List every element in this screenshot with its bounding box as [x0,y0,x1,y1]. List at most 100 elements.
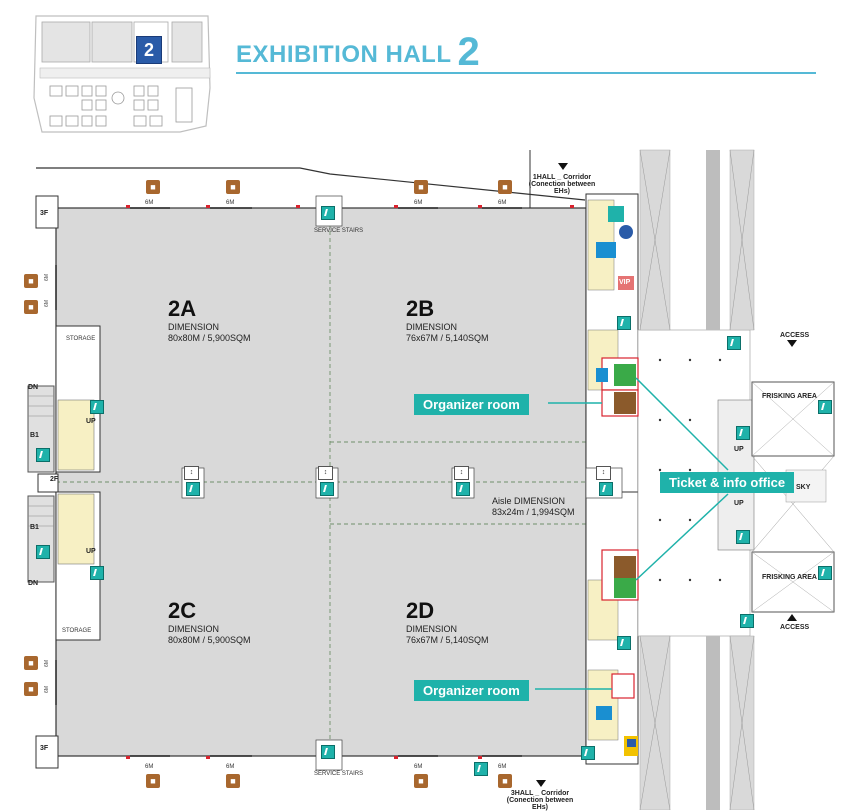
hall-2c-label: 2C [168,598,197,623]
emergency-exit-icon [90,400,104,414]
title-number: 2 [457,30,481,74]
corridor-bottom-sub: (Conection between EHs) [506,797,574,811]
vip-label: VIP [619,279,631,286]
floor-b1-bottom: B1 [30,524,39,531]
hall-2d-label: 2D [406,598,435,623]
hall-2a-label: 2A [168,296,197,321]
floor-up-3: UP [734,446,744,453]
frisking-area-top: FRISKING AREA [762,393,817,400]
aisle-label: Aisle DIMENSION [492,496,566,506]
service-stairs-top: SERVICE STAIRS [314,228,364,234]
floor-dn-top: DN [28,384,39,391]
storage-bottom-label: STORAGE [62,628,92,634]
service-stairs-bottom: SERVICE STAIRS [314,771,364,777]
hall-2d-dimension: DIMENSION 76x67M / 5,140SQM [406,624,489,646]
loading-truck-icon: ■ [146,774,160,788]
loading-truck-icon: ■ [226,180,240,194]
door-label: 6M [44,300,50,307]
hall-2a-dimension: DIMENSION 80x80M / 5,900SQM [168,322,251,344]
corridor-bottom-label: 3HALL _ Corridor (Conection between EHs) [500,790,580,811]
door-label: 6M [414,200,423,206]
emergency-exit-icon [818,400,832,414]
elevator-icon: ↕ [454,466,469,480]
access-top-label: ACCESS [780,332,810,339]
corridor-top-title: 1HALL _ Corridor [532,174,592,181]
corridor-bottom-title: 3HALL _ Corridor [510,790,570,797]
door-label: 6M [145,200,154,206]
hall-2c-dimension-value: 80x80M / 5,900SQM [168,635,251,645]
emergency-exit-icon [736,426,750,440]
loading-truck-icon: ■ [414,774,428,788]
hall-2d-dimension-title: DIMENSION [406,624,458,634]
title-text: EXHIBITION HALL [236,41,452,68]
emergency-exit-icon [90,566,104,580]
emergency-exit-icon [474,762,488,776]
organizer-room-bottom-callout: Organizer room [414,680,529,701]
loading-truck-icon: ■ [414,180,428,194]
emergency-exit-icon [36,545,50,559]
emergency-exit-icon [581,746,595,760]
emergency-exit-icon [186,482,200,496]
loading-truck-icon: ■ [498,774,512,788]
aisle-dimension: Aisle DIMENSION 83x24m / 1,994SQM [492,496,575,518]
hall-2a-dimension-title: DIMENSION [168,322,220,332]
door-label: 6M [44,274,50,281]
frisking-area-bottom: FRISKING AREA [762,574,817,581]
loading-truck-icon: ■ [24,656,38,670]
hall-2b-dimension-title: DIMENSION [406,322,458,332]
floor-3f-bottom: 3F [40,745,49,752]
loading-truck-icon: ■ [24,682,38,696]
loading-truck-icon: ■ [146,180,160,194]
emergency-exit-icon [818,566,832,580]
loading-truck-icon: ■ [498,180,512,194]
loading-truck-icon: ■ [24,300,38,314]
corridor-top-sub: (Conection between EHs) [528,181,596,195]
emergency-exit-icon [617,636,631,650]
loading-truck-icon: ■ [226,774,240,788]
floor-up-2: UP [86,548,96,555]
emergency-exit-icon [36,448,50,462]
emergency-exit-icon [617,316,631,330]
emergency-exit-icon [727,336,741,350]
door-label: 6M [44,686,50,693]
hall-2c-dimension-title: DIMENSION [168,624,220,634]
elevator-icon: ↕ [596,466,611,480]
floor-b1-top: B1 [30,432,39,439]
aisle-value: 83x24m / 1,994SQM [492,507,575,517]
hall-2b-dimension-value: 76x67M / 5,140SQM [406,333,489,343]
hall-2c-dimension: DIMENSION 80x80M / 5,900SQM [168,624,251,646]
emergency-exit-icon [456,482,470,496]
floor-dn-bottom: DN [28,580,39,587]
emergency-exit-icon [736,530,750,544]
floor-up-1: UP [86,418,96,425]
emergency-exit-icon [320,482,334,496]
emergency-exit-icon [599,482,613,496]
door-label: 6M [498,764,507,770]
sky-label: SKY [796,484,811,491]
emergency-exit-icon [321,206,335,220]
floor-3f-top: 3F [40,210,49,217]
door-label: 6M [414,764,423,770]
ticket-info-office-callout: Ticket & info office [660,472,795,493]
corridor-top-label: 1HALL _ Corridor (Conection between EHs) [522,174,602,195]
hall-2d-dimension-value: 76x67M / 5,140SQM [406,635,489,645]
door-label: 6M [226,764,235,770]
hall-2b-label: 2B [406,296,435,321]
door-label: 6M [44,660,50,667]
organizer-room-top-callout: Organizer room [414,394,529,415]
floor-up-4: UP [734,500,744,507]
hall-2b-dimension: DIMENSION 76x67M / 5,140SQM [406,322,489,344]
door-label: 6M [226,200,235,206]
access-bottom-label: ACCESS [780,624,810,631]
floor-2f: 2F [50,476,59,483]
title-rule [236,72,816,74]
keymap-highlight: 2 [136,36,162,64]
door-label: 6M [145,764,154,770]
hall-2a-dimension-value: 80x80M / 5,900SQM [168,333,251,343]
elevator-icon: ↕ [318,466,333,480]
elevator-icon: ↕ [184,466,199,480]
emergency-exit-icon [740,614,754,628]
loading-truck-icon: ■ [24,274,38,288]
